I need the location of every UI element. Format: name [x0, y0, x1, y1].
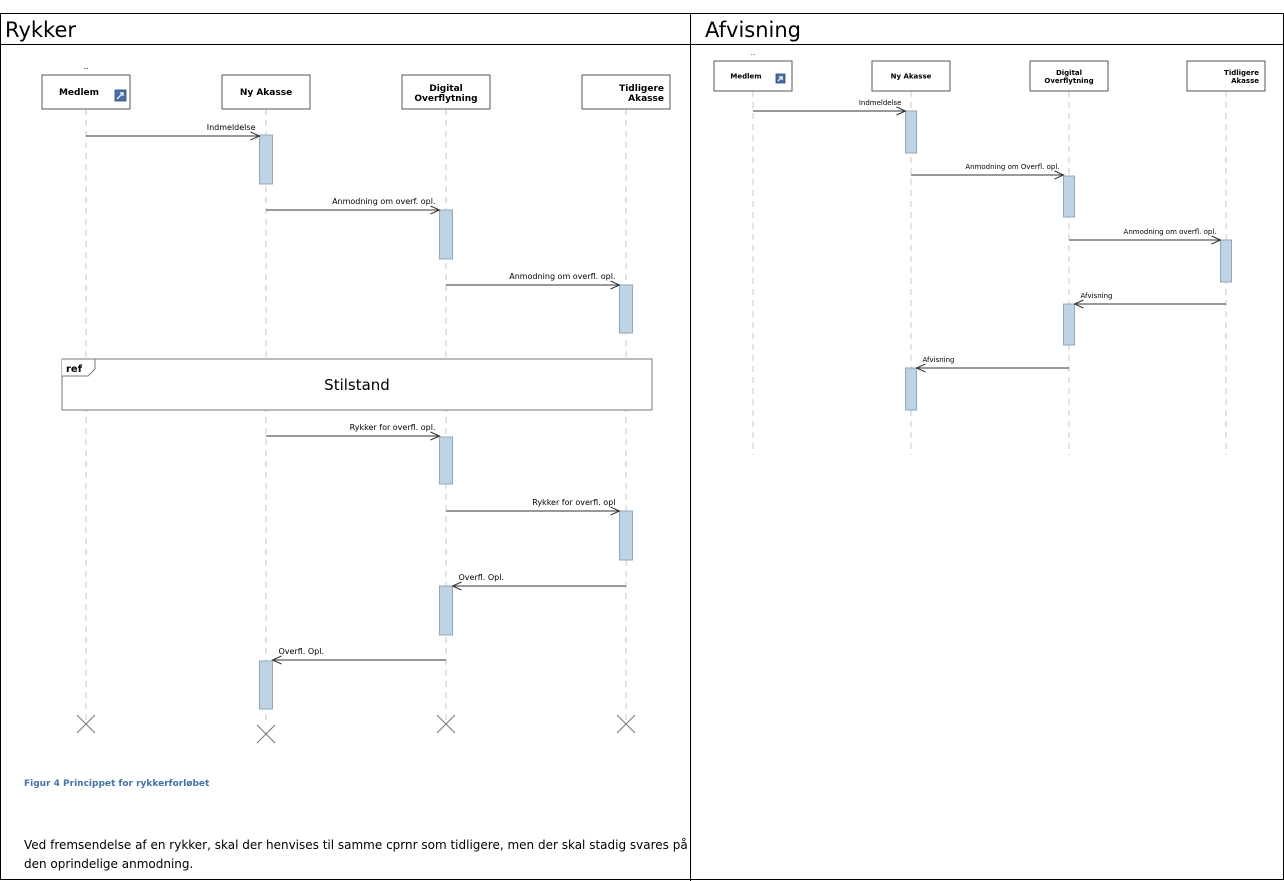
participant-box	[401, 74, 491, 110]
activation-bar	[1063, 303, 1075, 346]
participant-label: Tidligere	[1224, 69, 1259, 77]
right-panel-title: Afvisning	[705, 18, 801, 42]
ref-tag-shape	[62, 358, 96, 377]
stereotype-marker: ..	[83, 62, 88, 71]
activation-bar	[259, 660, 273, 710]
activation-bar	[439, 209, 453, 260]
destroy-marker	[436, 714, 456, 734]
arrowhead	[610, 506, 621, 516]
activation-bar	[439, 585, 453, 636]
arrowhead	[1054, 170, 1065, 180]
destroy-marker	[256, 724, 276, 744]
left-panel-title: Rykker	[5, 18, 76, 42]
participant-box	[221, 74, 311, 110]
message-label: Anmodning om overfl. opl.	[509, 272, 615, 281]
participant-label: Digital	[1056, 69, 1082, 77]
message-label: Overfl. Opl.	[279, 647, 325, 656]
participant-label: Overflytning	[414, 94, 477, 104]
arrowhead	[1211, 235, 1222, 245]
activation-bar	[1063, 175, 1075, 218]
message-label: Indmeldelse	[207, 123, 256, 132]
arrowhead	[250, 131, 261, 141]
participant-label: Ny Akasse	[891, 72, 932, 80]
message-label: Anmodning om Overfl. opl.	[965, 163, 1059, 171]
participant-label: Akasse	[628, 94, 664, 104]
arrowhead	[915, 363, 926, 373]
activation-bar	[259, 134, 273, 185]
ref-tag: ref	[66, 364, 83, 375]
arrowhead	[430, 431, 441, 441]
activation-bar	[905, 367, 917, 411]
participant-label: Overflytning	[1044, 77, 1093, 85]
activation-bar	[439, 436, 453, 485]
arrowhead	[610, 280, 621, 290]
shortcut-arrow	[777, 76, 783, 82]
participant-box	[1029, 60, 1109, 92]
arrowhead	[430, 205, 441, 215]
message-label: Anmodning om overfl. opl.	[1124, 228, 1217, 236]
message-label: Indmeldelse	[859, 99, 902, 107]
explanatory-note: Ved fremsendelse af en rykker, skal der …	[24, 838, 688, 871]
message-label: Anmodning om overf. opl.	[332, 197, 435, 206]
message-label: Overfl. Opl.	[459, 573, 505, 582]
ref-label: Stilstand	[324, 376, 390, 394]
participant-label: Medlem	[59, 88, 99, 98]
arrowhead	[896, 106, 907, 116]
participant-box	[581, 74, 671, 110]
activation-bar	[619, 284, 633, 334]
destroy-marker	[616, 714, 636, 734]
message-label: Afvisning	[1081, 292, 1113, 300]
participant-box	[1186, 60, 1266, 92]
participant-label: Digital	[429, 84, 463, 94]
participant-label: Medlem	[730, 72, 761, 80]
destroy-marker	[76, 714, 96, 734]
activation-bar	[619, 510, 633, 561]
ref-frame	[61, 358, 653, 411]
participant-label: Tidligere	[619, 84, 664, 94]
arrowhead	[451, 581, 462, 591]
message-label: Rykker for overfl. opl.	[350, 423, 436, 432]
shortcut-arrow	[116, 92, 124, 100]
arrowhead	[271, 655, 282, 665]
stereotype-marker: ..	[751, 49, 755, 57]
message-label: Afvisning	[923, 356, 955, 364]
message-label: Rykker for overfl. opl	[532, 498, 615, 507]
participant-label: Akasse	[1231, 77, 1259, 85]
participant-label: Ny Akasse	[240, 88, 292, 98]
activation-bar	[905, 110, 917, 154]
participant-box	[871, 60, 951, 92]
activation-bar	[1220, 239, 1232, 283]
arrowhead	[1073, 299, 1084, 309]
figure-caption: Figur 4 Princippet for rykkerforløbet	[24, 779, 210, 789]
